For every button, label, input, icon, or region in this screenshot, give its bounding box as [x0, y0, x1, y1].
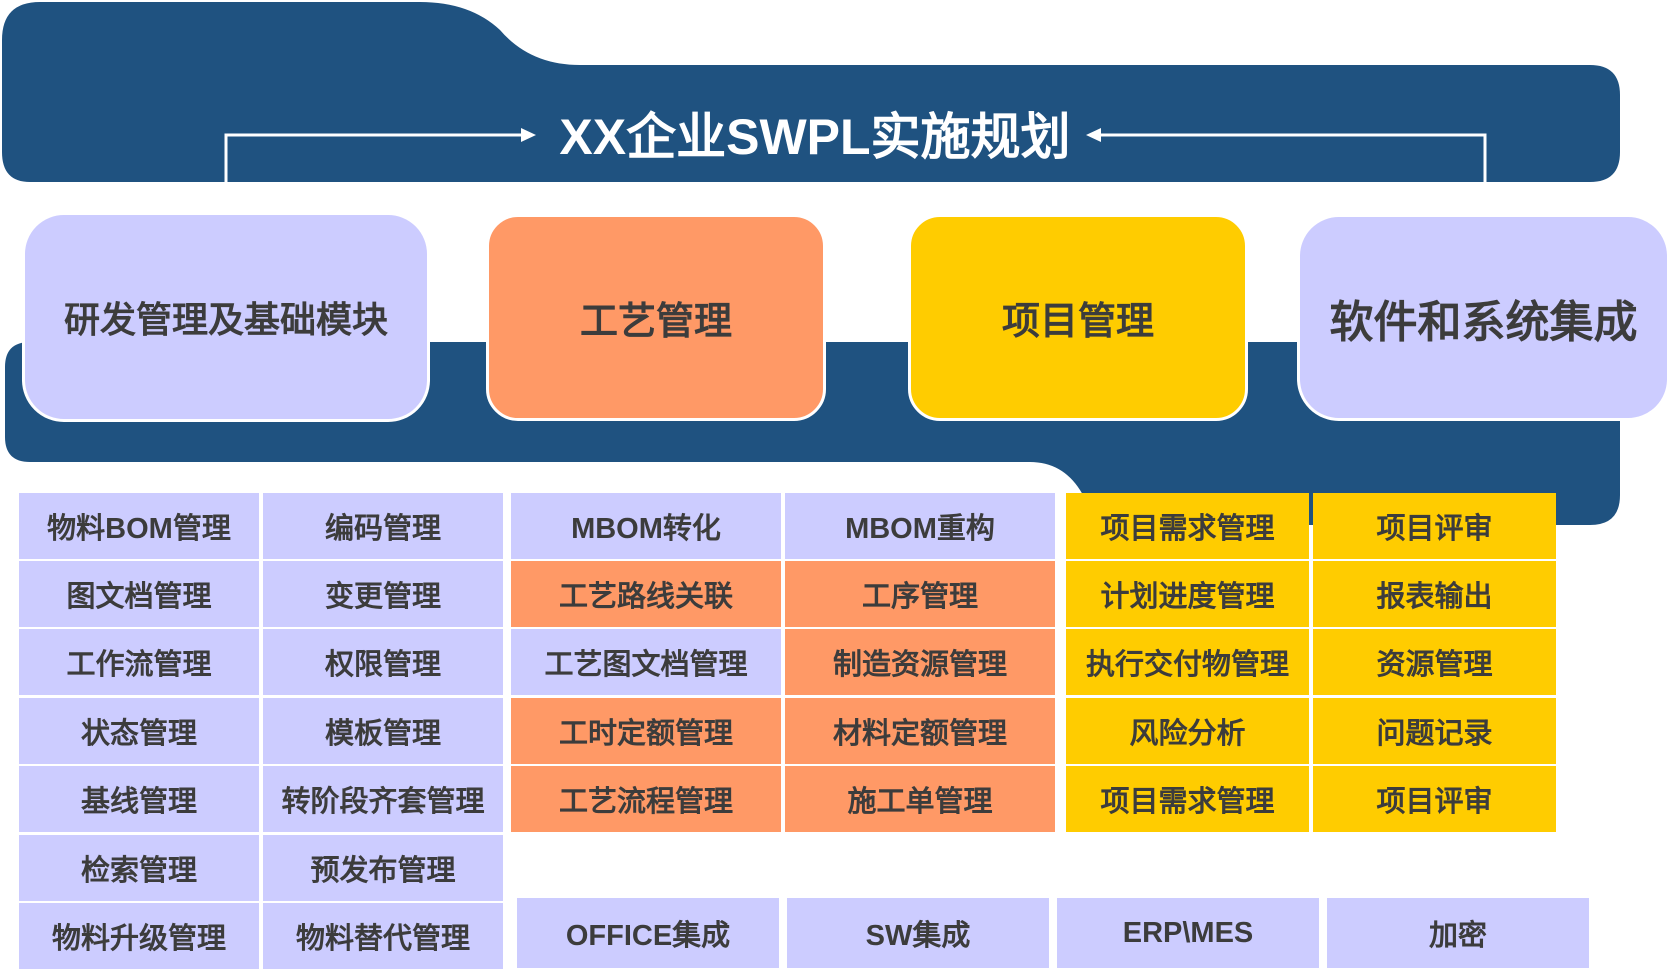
rd-module-cell: 物料替代管理: [263, 903, 503, 969]
project-module-cell: 风险分析: [1066, 698, 1309, 764]
integration-module-cell: OFFICE集成: [517, 898, 779, 968]
category-box-4: 软件和系统集成: [1297, 214, 1670, 421]
rd-module-cell: 物料BOM管理: [19, 493, 259, 559]
integration-module-cell: ERP\MES: [1057, 898, 1319, 968]
rd-module-cell: 转阶段齐套管理: [263, 766, 503, 832]
rd-module-cell: 检索管理: [19, 835, 259, 901]
project-module-cell: 项目需求管理: [1066, 766, 1309, 832]
process-module-cell: 工时定额管理: [511, 698, 781, 764]
project-module-cell: 报表输出: [1313, 561, 1556, 627]
rd-module-cell: 物料升级管理: [19, 903, 259, 969]
process-module-cell: MBOM重构: [785, 493, 1055, 559]
left-arrow-line: [224, 133, 522, 182]
process-module-cell: 工序管理: [785, 561, 1055, 627]
page-title: XX企业SWPL实施规划: [559, 109, 1071, 165]
process-module-cell: MBOM转化: [511, 493, 781, 559]
project-module-cell: 项目评审: [1313, 493, 1556, 559]
top-band: [2, 2, 1620, 182]
left-arrow-head: [521, 128, 536, 142]
process-module-cell: 制造资源管理: [785, 629, 1055, 695]
rd-module-cell: 图文档管理: [19, 561, 259, 627]
project-module-cell: 计划进度管理: [1066, 561, 1309, 627]
rd-module-cell: 模板管理: [263, 698, 503, 764]
process-module-cell: 工艺流程管理: [511, 766, 781, 832]
process-module-cell: 工艺图文档管理: [511, 629, 781, 695]
rd-module-cell: 工作流管理: [19, 629, 259, 695]
category-box-2: 工艺管理: [486, 214, 826, 421]
rd-module-cell: 基线管理: [19, 766, 259, 832]
integration-module-cell: 加密: [1327, 898, 1589, 968]
project-module-cell: 项目需求管理: [1066, 493, 1309, 559]
rd-module-cell: 权限管理: [263, 629, 503, 695]
process-module-cell: 施工单管理: [785, 766, 1055, 832]
process-module-cell: 材料定额管理: [785, 698, 1055, 764]
rd-module-cell: 预发布管理: [263, 835, 503, 901]
integration-module-cell: SW集成: [787, 898, 1049, 968]
rd-module-cell: 编码管理: [263, 493, 503, 559]
category-box-3: 项目管理: [908, 214, 1248, 421]
process-module-cell: 工艺路线关联: [511, 561, 781, 627]
category-box-1: 研发管理及基础模块: [22, 212, 430, 422]
right-arrow-head: [1086, 128, 1101, 142]
project-module-cell: 执行交付物管理: [1066, 629, 1309, 695]
right-arrow-line: [1100, 133, 1487, 182]
project-module-cell: 问题记录: [1313, 698, 1556, 764]
project-module-cell: 项目评审: [1313, 766, 1556, 832]
rd-module-cell: 状态管理: [19, 698, 259, 764]
project-module-cell: 资源管理: [1313, 629, 1556, 695]
rd-module-cell: 变更管理: [263, 561, 503, 627]
